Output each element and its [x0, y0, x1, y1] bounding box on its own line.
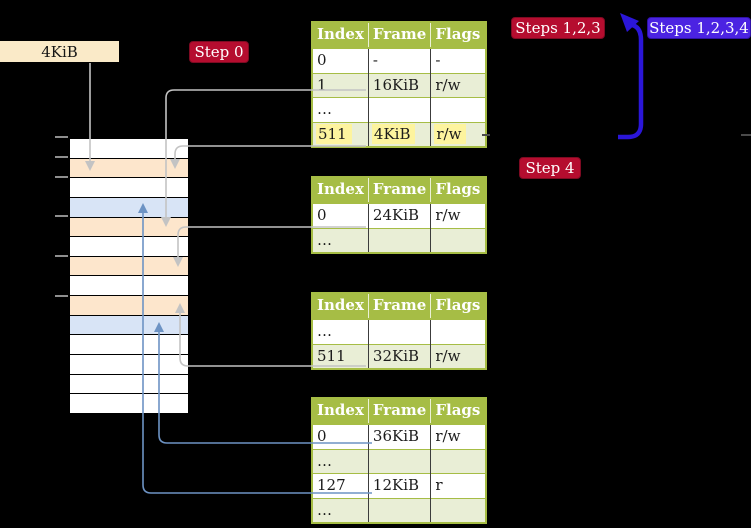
table-row: 0--	[312, 47, 486, 73]
table-cell: 127	[312, 473, 369, 498]
steps1234-badge: Steps 1,2,3,4	[647, 17, 751, 39]
table-row: …	[312, 318, 486, 344]
column-header: Flags	[430, 293, 486, 320]
address-tick	[55, 255, 68, 257]
memory-stack	[68, 137, 190, 415]
memory-frame-white	[70, 237, 188, 257]
steps123-badge: Steps 1,2,3	[511, 17, 605, 39]
step0-badge: Step 0	[189, 41, 249, 63]
column-header: Flags	[430, 398, 486, 425]
table-cell: r/w	[430, 423, 486, 449]
step4-badge: Step 4	[519, 157, 581, 179]
memory-frame-white	[70, 374, 188, 395]
table-cell: …	[312, 318, 369, 344]
table-cell: …	[312, 497, 369, 523]
table-row: …	[312, 97, 486, 122]
table-cell: r	[430, 473, 486, 498]
table-cell: 0	[312, 202, 369, 228]
table-cell: 24KiB	[367, 202, 431, 228]
highlighted-value: 4KiB	[371, 123, 416, 144]
memory-frame-white	[70, 355, 188, 375]
memory-frame-white	[70, 276, 188, 297]
table-row: …	[312, 227, 486, 253]
address-tick	[55, 176, 68, 178]
column-header: Index	[312, 22, 369, 49]
table-cell: 32KiB	[367, 343, 431, 369]
table-cell	[430, 318, 486, 344]
steps-arrowhead	[620, 13, 639, 32]
address-tick	[55, 136, 68, 138]
table-cell: 511	[312, 343, 369, 369]
table-cell	[367, 318, 431, 344]
table-cell: …	[312, 227, 369, 253]
column-header: Flags	[430, 177, 486, 204]
column-header: Frame	[367, 177, 431, 204]
address-tick	[55, 295, 68, 297]
table-cell: 511	[312, 121, 369, 147]
memory-frame-white	[70, 394, 188, 413]
column-header: Flags	[430, 22, 486, 49]
table-cell	[430, 448, 486, 474]
frame-size-label: 4KiB	[0, 41, 119, 62]
table-cell: …	[312, 97, 369, 122]
memory-frame-white	[70, 178, 188, 198]
table-cell: 0	[312, 47, 369, 73]
table-cell: 36KiB	[367, 423, 431, 449]
memory-frame-peach	[70, 217, 188, 238]
table-cell	[367, 497, 431, 523]
table-row: …	[312, 497, 486, 523]
table-cell	[367, 448, 431, 474]
column-header: Frame	[367, 22, 431, 49]
column-header: Index	[312, 177, 369, 204]
table-cell: 1	[312, 72, 369, 98]
column-header: Index	[312, 293, 369, 320]
table-cell: 0	[312, 423, 369, 449]
steps-arrow	[618, 22, 644, 140]
table-cell: 16KiB	[367, 72, 431, 98]
memory-frame-blue	[70, 197, 188, 218]
column-header: Frame	[367, 398, 431, 425]
address-tick	[55, 156, 68, 158]
table-cell: r/w	[430, 72, 486, 98]
memory-frame-peach	[70, 158, 188, 179]
table-cell: 12KiB	[367, 473, 431, 498]
table-cell: r/w	[430, 121, 486, 147]
table-cell: -	[367, 47, 431, 73]
table-cell	[430, 497, 486, 523]
highlighted-value: 511	[316, 123, 352, 144]
memory-frame-white	[70, 335, 188, 356]
table-cell: …	[312, 448, 369, 474]
table-cell	[430, 227, 486, 253]
table-cell	[430, 97, 486, 122]
memory-frame-white	[70, 139, 188, 159]
table-row: 511 4KiB r/w	[312, 121, 486, 147]
table-cell: 4KiB	[367, 121, 431, 147]
column-header: Frame	[367, 293, 431, 320]
table-cell	[367, 227, 431, 253]
column-header: Index	[312, 398, 369, 425]
table-cell: r/w	[430, 202, 486, 228]
memory-frame-peach	[70, 256, 188, 277]
highlighted-value: r/w	[434, 123, 467, 144]
memory-frame-blue	[70, 315, 188, 336]
address-tick	[55, 215, 68, 217]
memory-frame-peach	[70, 296, 188, 316]
table-cell: r/w	[430, 343, 486, 369]
table-cell	[367, 97, 431, 122]
table-row: …	[312, 448, 486, 474]
table-cell: -	[430, 47, 486, 73]
